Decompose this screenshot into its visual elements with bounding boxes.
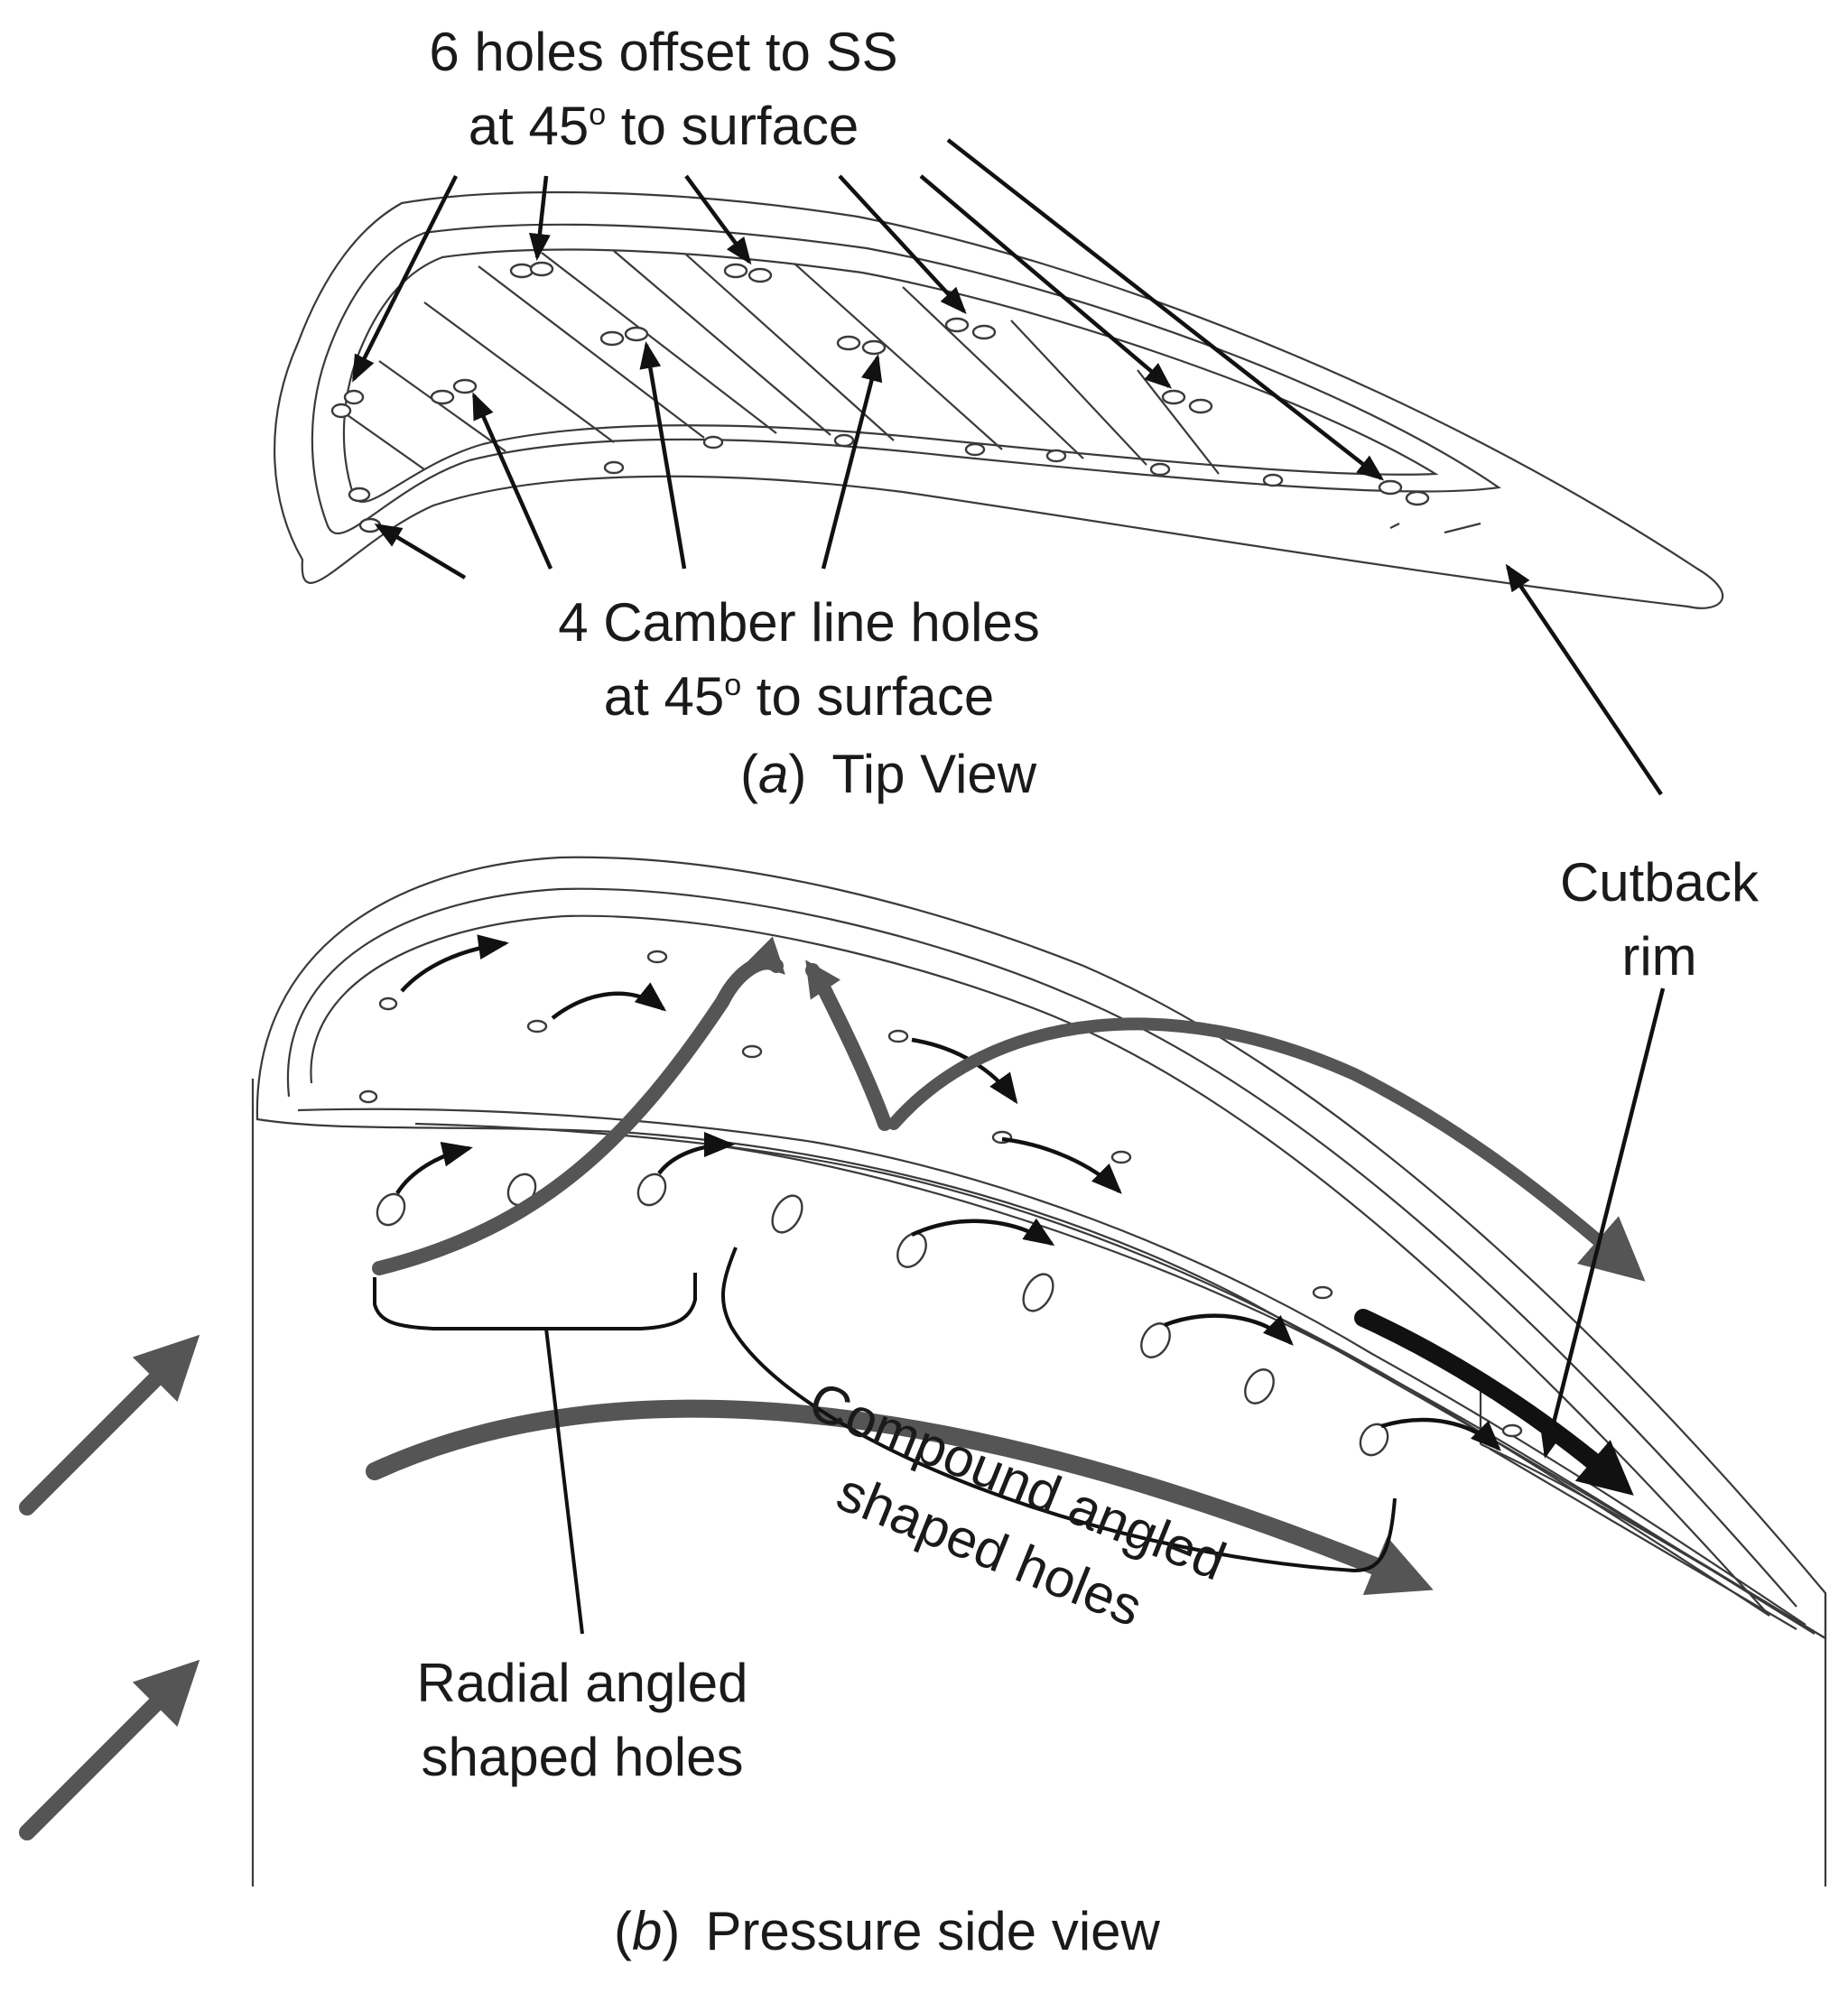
flow-arrows [19, 936, 1646, 1840]
ps-shaped-holes [376, 1173, 1389, 1457]
camber-pointer-arrows [374, 341, 883, 579]
ps-trailing-edge [1479, 1390, 1826, 1639]
cutback-pointer-arrows [1505, 563, 1666, 1459]
camber-holes [348, 326, 887, 533]
tip-airfoil-outer [274, 190, 1724, 609]
ss-holes-label-line2: at 45o to surface [469, 96, 859, 156]
camber-label-line2: at 45o to surface [604, 666, 995, 727]
ps-tip-inner-2 [310, 914, 1770, 1617]
ss-holes [330, 261, 1430, 506]
radial-label-line2: shaped holes [422, 1727, 744, 1787]
ss-holes-label-line1: 6 holes offset to SS [429, 22, 897, 82]
radial-holes-bracket [373, 1273, 697, 1635]
radial-label-line1: Radial angled [417, 1653, 748, 1713]
inlet-flow-arrow-1 [19, 1334, 200, 1516]
cutback-label-line1: Cutback [1560, 852, 1760, 913]
inlet-flow-arrow-2 [19, 1659, 200, 1840]
ps-ss-line [721, 1145, 1815, 1635]
camber-label-line1: 4 Camber line holes [558, 592, 1040, 653]
caption-a: (a)Tip View [740, 744, 1037, 804]
ps-wall-holes [603, 433, 1284, 487]
tip-airfoil-inner [311, 223, 1501, 535]
caption-b: (b)Pressure side view [614, 1901, 1161, 1961]
pressure-side-view [19, 563, 1827, 1886]
tip-airfoil-inner-2 [342, 248, 1439, 503]
ss-pointer-arrows [351, 138, 1385, 481]
ps-tip-holes [358, 950, 1523, 1438]
tip-ribs [347, 250, 1220, 475]
ps-tip-inner-1 [286, 887, 1797, 1608]
trailing-edge-flow-arrow [1354, 1309, 1634, 1496]
compound-holes-bracket [720, 1247, 1397, 1573]
tip-view [274, 138, 1724, 609]
cutback-label-line2: rim [1621, 926, 1696, 987]
